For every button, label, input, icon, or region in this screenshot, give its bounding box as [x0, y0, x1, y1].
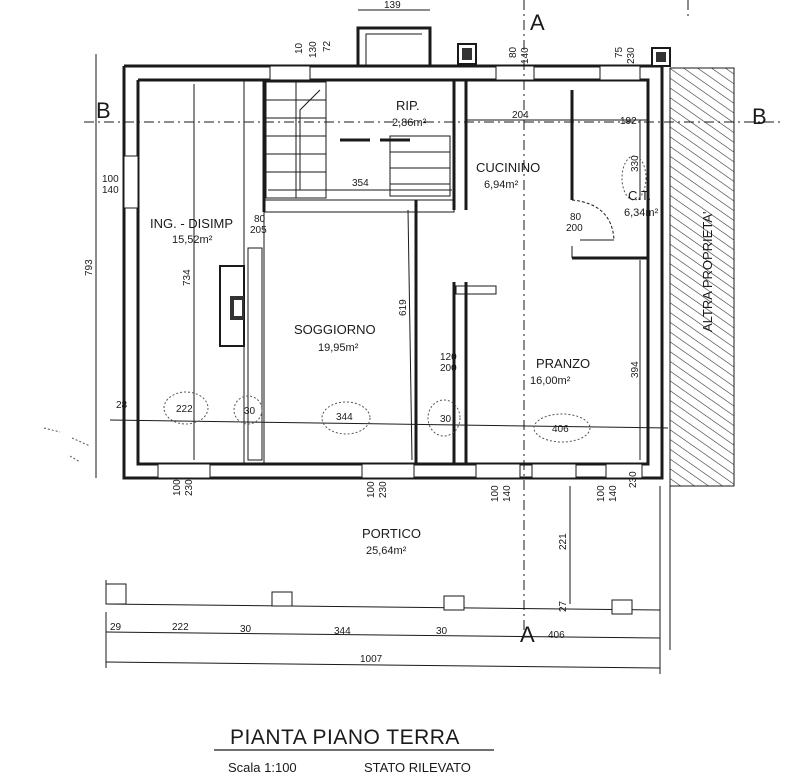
dim-80-ct: 80	[570, 212, 582, 223]
dim-bottom-406: 406	[548, 630, 565, 641]
dim-100-1: 100	[172, 479, 183, 496]
room-pranzo-area: 16,00m²	[530, 375, 571, 387]
section-a-bottom: A	[520, 622, 535, 647]
chimneys	[356, 26, 671, 67]
dim-734: 734	[182, 269, 193, 286]
dim-406: 406	[552, 424, 569, 435]
section-b-left: B	[96, 98, 111, 123]
dim-140-window: 140	[102, 185, 119, 196]
dim-140-4: 140	[608, 485, 619, 502]
room-soggiorno-area: 19,95m²	[318, 342, 359, 354]
dim-230-2: 230	[378, 481, 389, 498]
staircase	[265, 81, 451, 199]
room-portico-name: PORTICO	[362, 526, 421, 541]
dim-80-door: 80	[254, 214, 266, 225]
drawing-title: PIANTA PIANO TERRA	[230, 726, 460, 749]
dim-100-2: 100	[366, 481, 377, 498]
dim-bottom-29: 29	[110, 622, 122, 633]
dimension-texts: 139 10 130 72 80 140 75 230 204 192 354 …	[84, 0, 641, 665]
room-ripostiglio-name: RIP.	[396, 98, 420, 113]
dim-30-a: 30	[244, 406, 256, 417]
annotation-circles	[43, 155, 647, 463]
section-lines	[84, 0, 780, 640]
dim-222: 222	[176, 404, 193, 415]
room-soggiorno-name: SOGGIORNO	[294, 322, 376, 337]
dim-72: 72	[322, 40, 333, 52]
dim-344: 344	[336, 412, 353, 423]
dim-120: 120	[440, 352, 457, 363]
room-cucinino-name: CUCININO	[476, 160, 540, 175]
dim-bottom-344: 344	[334, 626, 351, 637]
dim-205-door: 205	[250, 225, 267, 236]
dim-75: 75	[614, 46, 625, 58]
drawing-scale: Scala 1:100	[228, 760, 297, 775]
dim-204: 204	[512, 110, 529, 121]
dim-330: 330	[630, 155, 641, 172]
dim-130: 130	[308, 41, 319, 58]
neighbor-hatch	[669, 67, 735, 487]
dim-200-ct: 200	[566, 223, 583, 234]
dim-100-3: 100	[490, 485, 501, 502]
dim-28: 28	[116, 400, 128, 411]
room-cucinino-area: 6,94m²	[484, 179, 519, 191]
dim-100-4: 100	[596, 485, 607, 502]
dim-221: 221	[558, 533, 569, 550]
dim-354: 354	[352, 178, 369, 189]
room-pranzo-name: PRANZO	[536, 356, 590, 371]
dim-619: 619	[398, 299, 409, 316]
dim-80-top: 80	[508, 46, 519, 58]
room-ripostiglio-area: 2,86m²	[392, 117, 427, 129]
dim-27: 27	[558, 600, 569, 612]
interior-walls	[243, 79, 648, 465]
neighbor-label: ALTRA PROPRIETA'	[700, 212, 715, 332]
dim-230-right: 230	[628, 471, 639, 488]
dim-230-top: 230	[626, 47, 637, 64]
room-ct-area: 6,34m²	[624, 207, 659, 219]
dim-192: 192	[620, 116, 637, 127]
drawing-status: STATO RILEVATO	[364, 760, 471, 775]
room-ingresso-name: ING. - DISIMP	[150, 216, 233, 231]
dimension-lines	[95, 9, 669, 674]
room-ct-name: C.T.	[628, 188, 651, 203]
dim-bottom-30-a: 30	[240, 624, 252, 635]
dim-394: 394	[630, 361, 641, 378]
dim-100-window: 100	[102, 174, 119, 185]
door-swing	[571, 199, 615, 241]
dim-200-mid: 200	[440, 363, 457, 374]
room-portico-area: 25,64m²	[366, 545, 407, 557]
windows	[123, 65, 643, 479]
exterior-walls	[122, 64, 664, 480]
portico	[105, 486, 671, 650]
dim-30-b: 30	[440, 414, 452, 425]
dim-793: 793	[84, 259, 95, 276]
dim-10: 10	[294, 42, 305, 54]
fireplace	[219, 265, 245, 347]
dim-top-width: 139	[384, 0, 401, 11]
dim-230-1: 230	[184, 479, 195, 496]
dim-bottom-30-b: 30	[436, 626, 448, 637]
dim-140-3: 140	[502, 485, 513, 502]
dim-bottom-1007: 1007	[360, 654, 383, 665]
section-b-right: B	[752, 104, 767, 129]
room-ingresso-area: 15,52m²	[172, 234, 213, 246]
dim-bottom-222: 222	[172, 622, 189, 633]
section-a-top: A	[530, 10, 545, 35]
dim-140-top: 140	[520, 47, 531, 64]
